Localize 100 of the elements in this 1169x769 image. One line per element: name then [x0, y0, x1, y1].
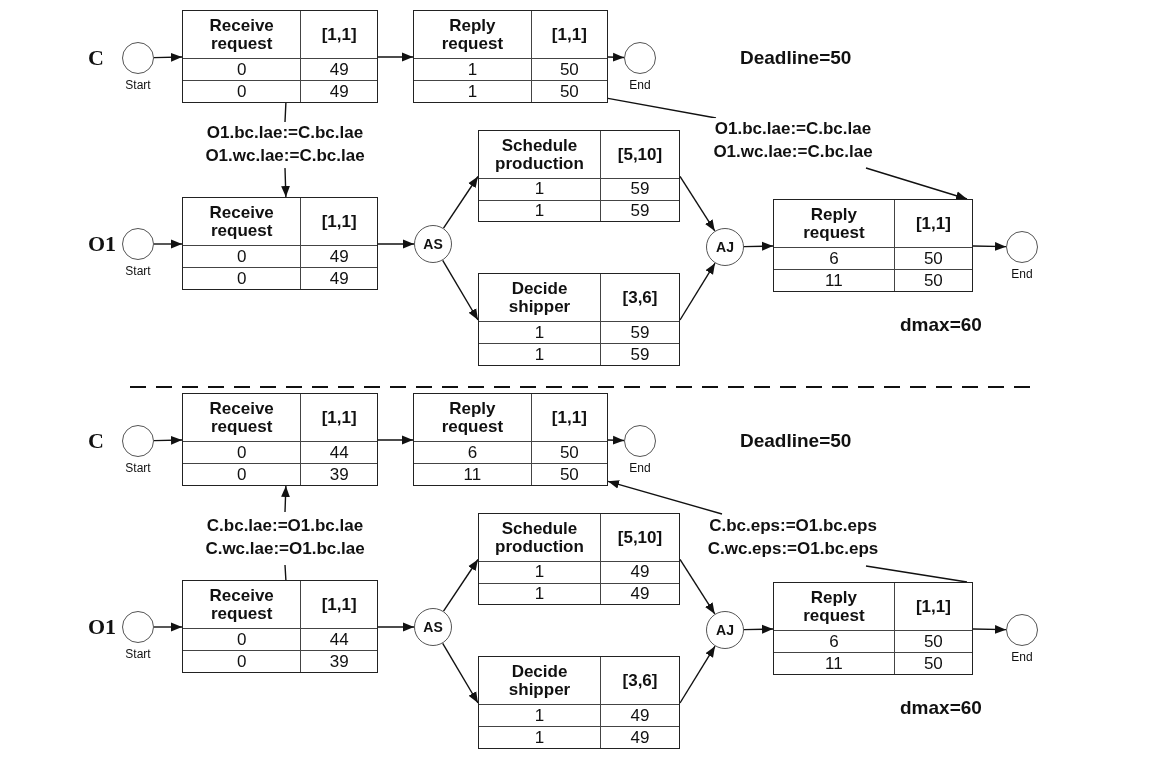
- task-table: [182, 580, 378, 673]
- table-cell: 0: [183, 628, 302, 650]
- task-table: [478, 513, 680, 605]
- table-cell: 49: [601, 726, 679, 748]
- task-name: Schedule production: [479, 131, 601, 178]
- table-cell: 0: [183, 245, 302, 267]
- task-table: [413, 393, 608, 486]
- event-circle: [122, 228, 154, 260]
- task-name: Reply request: [414, 11, 532, 58]
- table-cell: 1: [479, 704, 601, 726]
- duration-label: [1,1]: [320, 210, 358, 233]
- arrow: [377, 239, 415, 249]
- table-cell: 49: [301, 58, 377, 80]
- table-cell: 6: [774, 630, 895, 652]
- event-circle: [624, 425, 656, 457]
- gateway-circle: AJ: [706, 228, 744, 266]
- constraint-note: dmax=60: [900, 314, 982, 336]
- task-name: Schedule production: [479, 514, 601, 561]
- event-circle: [122, 42, 154, 74]
- arrow: [607, 480, 968, 583]
- table-cell: 59: [601, 178, 679, 200]
- arrow: [442, 175, 479, 229]
- table-cell: 11: [414, 463, 532, 485]
- table-cell: 44: [301, 441, 377, 463]
- table-cell: 0: [183, 267, 302, 289]
- lane-label: C: [88, 428, 104, 454]
- duration-label: [5,10]: [616, 143, 664, 166]
- table-cell: 1: [479, 199, 601, 221]
- task-table: [182, 10, 378, 103]
- duration-label: [1,1]: [914, 595, 952, 618]
- table-cell: 59: [601, 321, 679, 343]
- event-caption: Start: [125, 78, 151, 92]
- table-cell: 50: [531, 441, 607, 463]
- table-cell: 39: [301, 650, 377, 672]
- arrow: [679, 558, 716, 615]
- arrow: [153, 622, 183, 632]
- arrow: [679, 262, 716, 321]
- task-name: Reply request: [774, 200, 895, 247]
- event-caption: End: [629, 78, 651, 92]
- table-cell: 49: [601, 582, 679, 604]
- table-cell: 0: [183, 441, 302, 463]
- table-cell: 49: [301, 80, 377, 102]
- constraint-note: Deadline=50: [740, 430, 852, 452]
- duration-label: [1,1]: [550, 23, 588, 46]
- duration-label: [5,10]: [616, 526, 664, 549]
- arrow: [442, 259, 479, 321]
- task-name: Receive request: [183, 581, 302, 628]
- duration-label: [1,1]: [320, 23, 358, 46]
- duration-label: [3,6]: [621, 286, 659, 309]
- arrow: [442, 642, 479, 704]
- event-circle: [1006, 614, 1038, 646]
- task-name: Receive request: [183, 198, 302, 245]
- task-table: [773, 199, 973, 292]
- table-cell: 6: [414, 441, 532, 463]
- arrow: [607, 52, 625, 62]
- table-cell: 59: [601, 199, 679, 221]
- event-caption: Start: [125, 647, 151, 661]
- arrow: [679, 645, 716, 704]
- task-table: [478, 656, 680, 749]
- event-circle: [624, 42, 656, 74]
- arrow: [972, 242, 1007, 251]
- table-cell: 50: [894, 247, 972, 269]
- lane-label: C: [88, 45, 104, 71]
- gateway-circle: AS: [414, 225, 452, 263]
- table-cell: 1: [479, 321, 601, 343]
- lane-label: O1: [88, 614, 117, 640]
- table-cell: 1: [479, 726, 601, 748]
- task-name: Decide shipper: [479, 657, 601, 704]
- event-circle: [1006, 231, 1038, 263]
- arrow: [281, 102, 290, 198]
- table-cell: 50: [531, 58, 607, 80]
- arrow: [153, 435, 183, 445]
- table-cell: 49: [301, 267, 377, 289]
- duration-label: [1,1]: [914, 212, 952, 235]
- arrow: [743, 241, 774, 251]
- table-cell: 49: [601, 704, 679, 726]
- table-cell: 1: [479, 178, 601, 200]
- table-cell: 6: [774, 247, 895, 269]
- arrow: [153, 239, 183, 249]
- lane-label: O1: [88, 231, 117, 257]
- table-cell: 0: [183, 463, 302, 485]
- arrow: [153, 52, 183, 62]
- arrow: [607, 435, 625, 445]
- table-cell: 44: [301, 628, 377, 650]
- arrow: [972, 625, 1007, 634]
- table-cell: 49: [301, 245, 377, 267]
- task-table: [413, 10, 608, 103]
- gateway-circle: AS: [414, 608, 452, 646]
- task-table: [478, 273, 680, 366]
- table-cell: 1: [414, 80, 532, 102]
- table-cell: 0: [183, 58, 302, 80]
- table-cell: 50: [894, 652, 972, 674]
- task-name: Receive request: [183, 394, 302, 441]
- table-cell: 11: [774, 652, 895, 674]
- event-caption: End: [1011, 267, 1033, 281]
- arrow: [679, 175, 716, 232]
- table-cell: 1: [479, 582, 601, 604]
- task-table: [182, 197, 378, 290]
- gateway-circle: AJ: [706, 611, 744, 649]
- task-table: [773, 582, 973, 675]
